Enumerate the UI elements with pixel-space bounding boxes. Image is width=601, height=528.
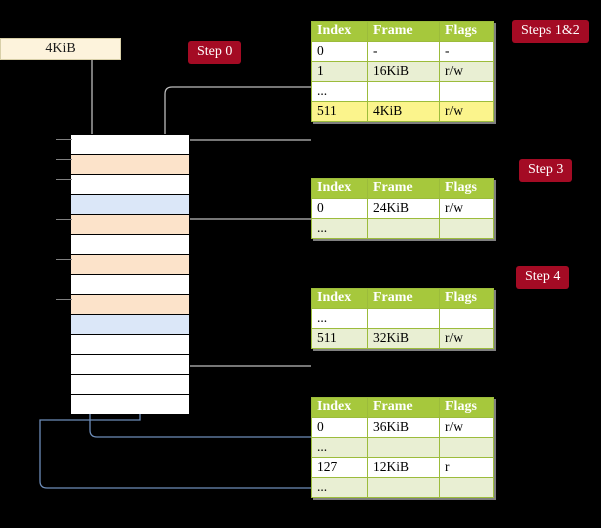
cell-index: ...	[311, 477, 368, 498]
column-header-frame: Frame	[367, 178, 440, 199]
memory-tick	[56, 219, 72, 220]
cell-flags: -	[439, 41, 494, 62]
memory-row	[71, 255, 189, 275]
cell-index: 127	[311, 457, 368, 478]
source-frame-box: 4KiB	[0, 38, 121, 60]
cell-flags: r/w	[439, 61, 494, 82]
cell-frame	[367, 437, 440, 458]
memory-row	[71, 355, 189, 375]
column-header-index: Index	[311, 21, 368, 42]
column-header-flags: Flags	[439, 21, 494, 42]
source-frame-label: 4KiB	[45, 41, 76, 56]
cell-frame: 24KiB	[367, 198, 440, 219]
table-row-highlighted: 511 4KiB r/w	[311, 101, 494, 122]
cell-index: ...	[311, 218, 368, 239]
cell-flags	[439, 477, 494, 498]
cell-index: ...	[311, 437, 368, 458]
cell-flags: r/w	[439, 101, 494, 122]
badge-step-3: Step 3	[519, 159, 573, 182]
table-row: 127 12KiB r	[311, 457, 494, 478]
cell-frame	[367, 81, 440, 102]
memory-row	[71, 315, 189, 335]
column-header-frame: Frame	[367, 21, 440, 42]
table-row: ...	[311, 437, 494, 458]
column-header-flags: Flags	[439, 178, 494, 199]
column-header-index: Index	[311, 397, 368, 418]
column-header-index: Index	[311, 288, 368, 309]
cell-flags: r/w	[439, 198, 494, 219]
column-header-flags: Flags	[439, 288, 494, 309]
memory-row	[71, 175, 189, 195]
page-table-level-1: Index Frame Flags 0 24KiB r/w ...	[311, 178, 494, 239]
memory-tick	[56, 159, 72, 160]
cell-index: ...	[311, 81, 368, 102]
column-header-flags: Flags	[439, 397, 494, 418]
table-header-row: Index Frame Flags	[311, 178, 494, 199]
cell-flags	[439, 218, 494, 239]
cell-frame: 4KiB	[367, 101, 440, 122]
page-table-level-0: Index Frame Flags 0 - - 1 16KiB r/w ...	[311, 21, 494, 122]
column-header-index: Index	[311, 178, 368, 199]
cell-index: 0	[311, 41, 368, 62]
cell-frame	[367, 218, 440, 239]
table-row: 0 24KiB r/w	[311, 198, 494, 219]
cell-frame: 36KiB	[367, 417, 440, 438]
memory-row	[71, 135, 189, 155]
column-header-frame: Frame	[367, 397, 440, 418]
table-row: ...	[311, 81, 494, 102]
cell-frame: 12KiB	[367, 457, 440, 478]
table-row: ...	[311, 308, 494, 329]
memory-row	[71, 335, 189, 355]
table-row: ...	[311, 477, 494, 498]
cell-frame	[367, 308, 440, 329]
cell-flags	[439, 308, 494, 329]
cell-flags: r/w	[439, 417, 494, 438]
cell-flags: r	[439, 457, 494, 478]
memory-row	[71, 275, 189, 295]
memory-row	[71, 375, 189, 395]
table-header-row: Index Frame Flags	[311, 21, 494, 42]
cell-frame: 16KiB	[367, 61, 440, 82]
table-row: 511 32KiB r/w	[311, 328, 494, 349]
table-row: 0 36KiB r/w	[311, 417, 494, 438]
table-row: ...	[311, 218, 494, 239]
memory-tick	[56, 139, 72, 140]
table-row: 0 - -	[311, 41, 494, 62]
cell-index: 1	[311, 61, 368, 82]
page-table-level-2: Index Frame Flags ... 511 32KiB r/w	[311, 288, 494, 349]
cell-flags	[439, 81, 494, 102]
cell-frame: 32KiB	[367, 328, 440, 349]
cell-index: 0	[311, 417, 368, 438]
memory-row	[71, 155, 189, 175]
badge-steps-1-2: Steps 1&2	[512, 20, 589, 43]
cell-index: 511	[311, 328, 368, 349]
table-row: 1 16KiB r/w	[311, 61, 494, 82]
table-header-row: Index Frame Flags	[311, 288, 494, 309]
badge-step-0: Step 0	[188, 41, 242, 64]
memory-tick	[56, 299, 72, 300]
physical-memory-column	[70, 134, 190, 414]
memory-tick	[56, 259, 72, 260]
table-header-row: Index Frame Flags	[311, 397, 494, 418]
cell-index: ...	[311, 308, 368, 329]
cell-flags	[439, 437, 494, 458]
cell-index: 511	[311, 101, 368, 122]
badge-step-4: Step 4	[516, 266, 570, 289]
memory-row	[71, 195, 189, 215]
cell-frame	[367, 477, 440, 498]
memory-row	[71, 235, 189, 255]
connector-l1-row0	[178, 218, 311, 250]
cell-index: 0	[311, 198, 368, 219]
memory-row	[71, 215, 189, 235]
memory-row	[71, 295, 189, 315]
page-table-level-3: Index Frame Flags 0 36KiB r/w ... 127 12…	[311, 397, 494, 498]
cell-frame: -	[367, 41, 440, 62]
column-header-frame: Frame	[367, 288, 440, 309]
memory-tick	[56, 179, 72, 180]
memory-row	[71, 395, 189, 414]
cell-flags: r/w	[439, 328, 494, 349]
